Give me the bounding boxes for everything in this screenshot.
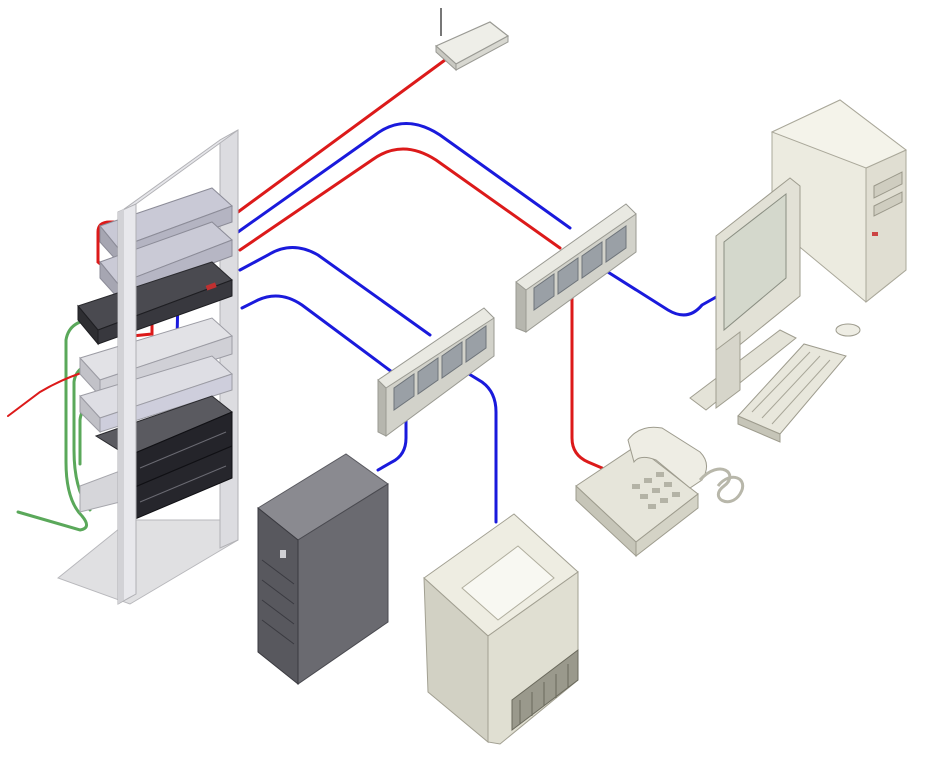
cable-wallplate-b-to-printer	[454, 364, 498, 524]
cable-wallplate-a-to-workstation	[590, 260, 720, 317]
patch-cord-red-1	[96, 220, 124, 274]
computer-monitor	[689, 177, 801, 411]
cable-rack-to-wallplate-b-data-1	[238, 246, 432, 337]
patch-bundle-green	[16, 317, 112, 532]
desktop-computer-icon	[689, 99, 907, 443]
printer-icon	[423, 513, 579, 745]
computer-keyboard	[737, 343, 847, 443]
computer-mouse	[835, 323, 861, 337]
cable-rack-to-access-point	[236, 58, 447, 214]
server-rack-icon	[56, 129, 239, 605]
wall-jack-plate-b-icon	[377, 307, 495, 437]
desk-phone-icon	[575, 426, 744, 558]
cable-rack-to-wallplate-a-voice	[238, 147, 562, 252]
wireless-access-point-icon	[434, 8, 510, 72]
wall-jack-plate-a-icon	[515, 203, 637, 333]
cable-rack-to-wallplate-b-data-2	[240, 294, 394, 374]
tower-server-icon	[257, 453, 389, 686]
cable-wallplate-b-to-server	[376, 400, 408, 472]
cable-rack-to-wallplate-a-data	[236, 122, 572, 234]
computer-tower	[770, 99, 907, 304]
cable-wallplate-a-to-telephone	[570, 280, 604, 470]
